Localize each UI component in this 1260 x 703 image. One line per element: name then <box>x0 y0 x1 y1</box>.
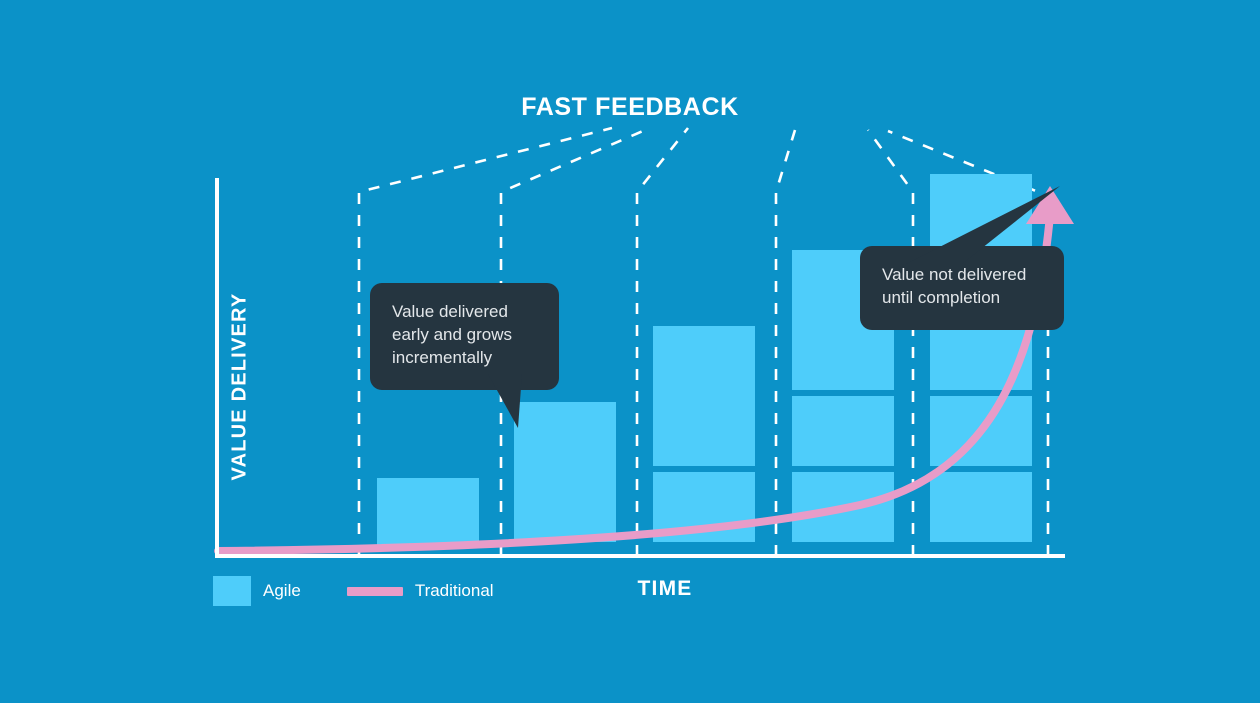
bar-group-2 <box>514 402 616 548</box>
bar-segment <box>930 472 1032 542</box>
bar-segment <box>792 320 894 390</box>
y-axis-label: VALUE DELIVERY <box>228 292 251 481</box>
bar-segment <box>930 396 1032 466</box>
chart-legend: Agile Traditional <box>213 576 494 606</box>
legend-line-icon <box>346 586 403 596</box>
bar-segment <box>930 320 1032 390</box>
legend-item-traditional[interactable]: Traditional <box>346 581 494 601</box>
callout-agile-tail <box>488 374 522 428</box>
chart-title: FAST FEEDBACK <box>521 93 739 121</box>
callout-traditional: Value not delivered until completion <box>860 246 1064 330</box>
bar-segment <box>792 396 894 466</box>
legend-label: Traditional <box>414 581 494 600</box>
bar-segment <box>514 402 616 472</box>
legend-item-agile[interactable]: Agile <box>213 576 301 606</box>
bar-segment <box>653 326 755 396</box>
bar-group-3 <box>653 326 755 548</box>
y-axis-line <box>215 178 219 558</box>
bar-segment <box>514 472 616 542</box>
callout-agile: Value delivered early and grows incremen… <box>370 283 559 390</box>
bar-segment <box>377 478 479 548</box>
legend-label: Agile <box>263 581 301 600</box>
x-axis-line <box>215 554 1065 558</box>
bar-segment <box>653 396 755 466</box>
legend-swatch-icon <box>213 576 251 606</box>
bar-segment <box>792 472 894 542</box>
callout-traditional-tail <box>906 186 1060 264</box>
bar-group-1 <box>377 478 479 548</box>
bar-segment <box>653 472 755 542</box>
x-axis-label: TIME <box>637 577 693 600</box>
